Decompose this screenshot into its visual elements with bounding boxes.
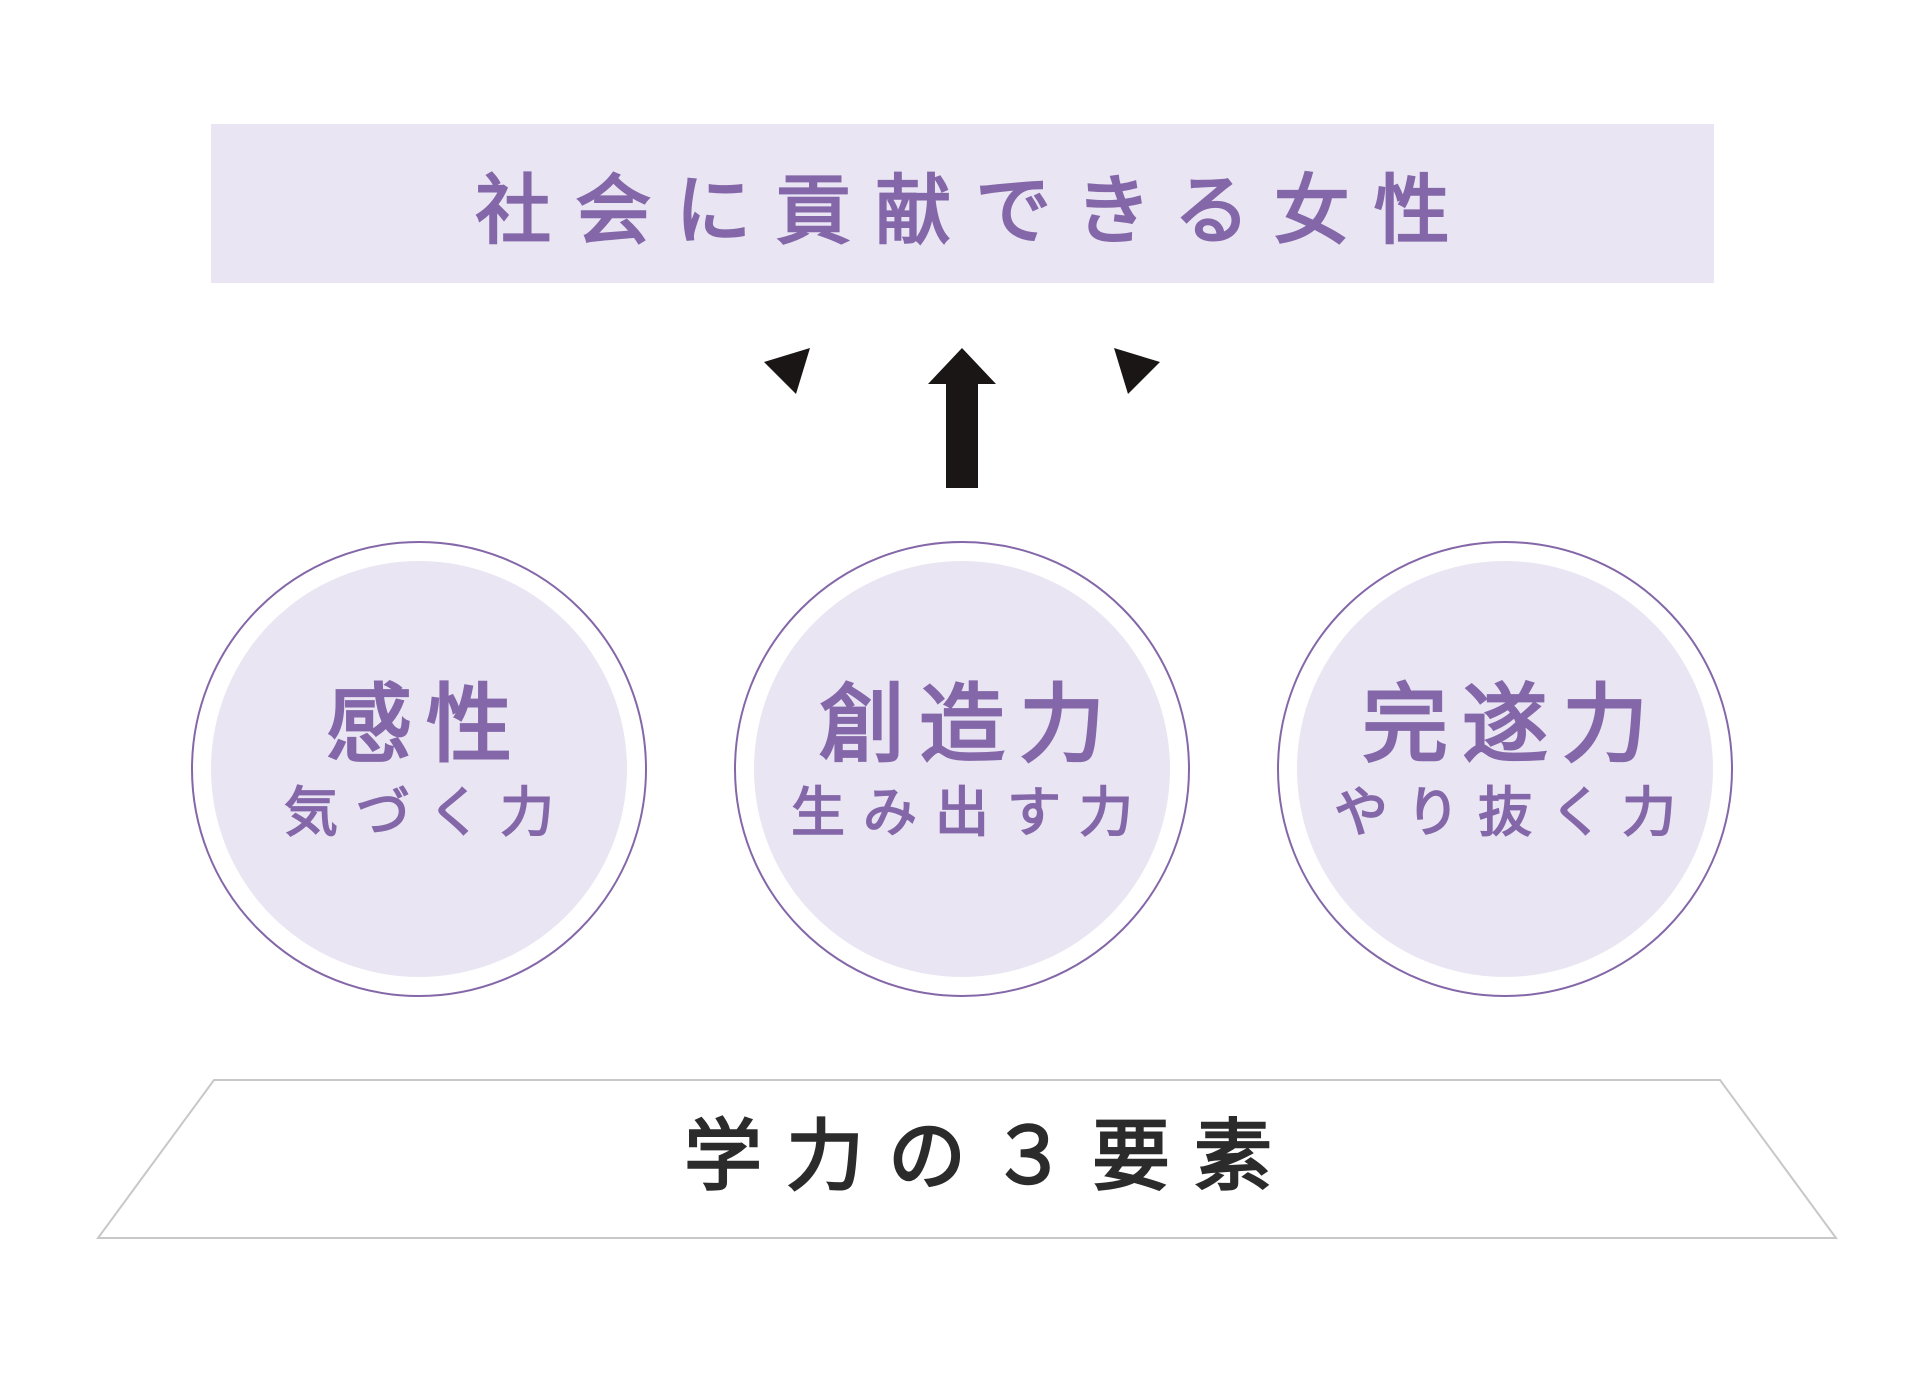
element-circle-completion: 完遂力 やり抜く力 bbox=[1277, 541, 1733, 997]
base-text: 学力の３要素 bbox=[683, 1111, 1296, 1202]
element-circle-creativity: 創造力 生み出す力 bbox=[734, 541, 1190, 997]
element-circle-sensitivity: 感性 気づく力 bbox=[191, 541, 647, 997]
arrow-up-icon bbox=[928, 348, 996, 488]
element-title: 完遂力 bbox=[1362, 674, 1662, 775]
arrow-up-right-icon bbox=[694, 348, 810, 464]
circle-fill: 創造力 生み出す力 bbox=[754, 561, 1170, 977]
element-title: 創造力 bbox=[819, 674, 1119, 775]
element-subtitle: 気づく力 bbox=[284, 780, 572, 844]
goal-banner: 社会に貢献できる女性 bbox=[211, 124, 1714, 283]
circle-fill: 完遂力 やり抜く力 bbox=[1297, 561, 1713, 977]
goal-text: 社会に貢献できる女性 bbox=[475, 165, 1474, 255]
circle-fill: 感性 気づく力 bbox=[211, 561, 627, 977]
element-subtitle: やり抜く力 bbox=[1334, 780, 1694, 844]
element-subtitle: 生み出す力 bbox=[791, 780, 1151, 844]
arrow-up-left-icon bbox=[1114, 348, 1230, 464]
element-title: 感性 bbox=[326, 674, 526, 775]
